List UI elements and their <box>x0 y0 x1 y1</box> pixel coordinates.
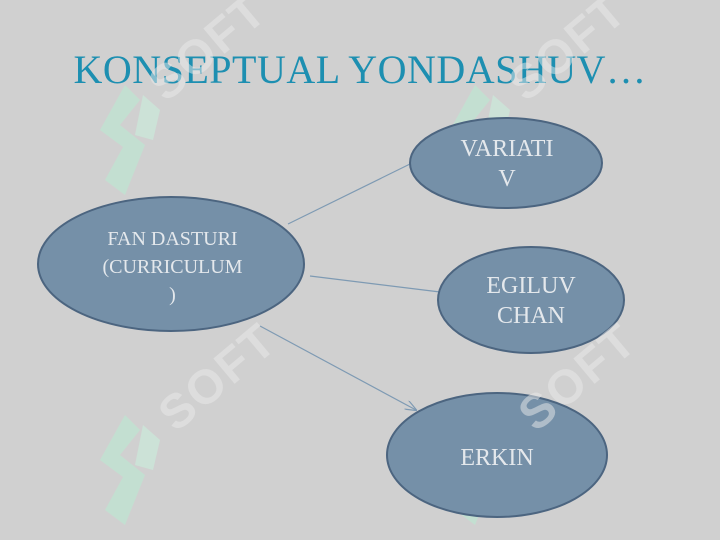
node-egiluvchan <box>437 246 625 354</box>
watermark-logo <box>100 415 160 525</box>
node-label-egiluvchan: EGILUV CHAN <box>486 273 576 329</box>
node-label-variativ: VARIATI V <box>460 136 554 192</box>
slide-title: KONSEPTUAL YONDASHUV… <box>73 47 647 92</box>
node-variativ <box>409 117 603 209</box>
node-label-fan-dasturi: FAN DASTURI (CURRICULUM ) <box>102 228 243 306</box>
edge-to-erkin <box>259 325 416 410</box>
node-fan-dasturi <box>37 196 305 332</box>
node-erkin <box>386 392 608 518</box>
edge-to-variativ <box>287 163 411 225</box>
watermark-logo <box>100 85 160 195</box>
edge-to-egiluvchan <box>309 275 441 293</box>
node-label-erkin: ERKIN <box>460 445 534 471</box>
